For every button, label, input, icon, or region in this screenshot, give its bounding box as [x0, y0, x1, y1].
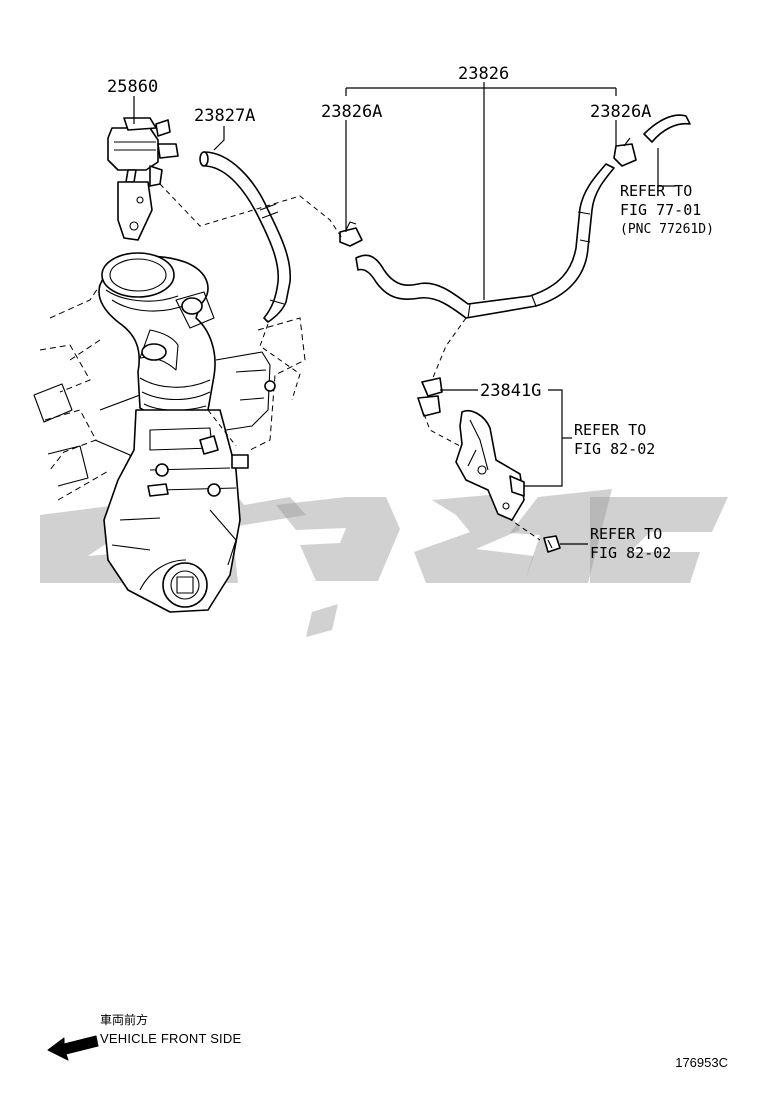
part-number-25860: 25860	[107, 77, 158, 97]
reference-3-line1: REFER TO	[590, 525, 662, 543]
leader-lines	[133, 82, 676, 545]
hose-23826	[339, 114, 691, 319]
front-indicator-japanese: 車両前方	[100, 1013, 149, 1027]
part-number-23826: 23826	[458, 64, 509, 84]
part-number-23827A: 23827A	[194, 106, 255, 126]
reference-3-line2: FIG 82-02	[590, 544, 671, 562]
vsv-valve-25860	[107, 117, 179, 241]
part-number-23841G: 23841G	[480, 381, 541, 401]
clip-23841G	[417, 377, 443, 417]
reference-2-line2: FIG 82-02	[574, 440, 655, 458]
connection-lines	[159, 183, 541, 541]
reference-1-line1: REFER TO	[620, 182, 692, 200]
bolt	[543, 535, 561, 553]
hose-23827A	[199, 151, 292, 323]
labels: 25860 23827A 23826 23826A 23826A 23841G …	[107, 64, 714, 562]
reference-1-line3: (PNC 77261D)	[620, 222, 714, 237]
part-number-23826A-left: 23826A	[321, 102, 382, 122]
part-number-23826A-right: 23826A	[590, 102, 651, 122]
bracket	[455, 410, 525, 521]
front-indicator-english: VEHICLE FRONT SIDE	[100, 1031, 242, 1046]
reference-1-line2: FIG 77-01	[620, 201, 701, 219]
left-arrow-icon	[47, 1035, 99, 1061]
engine-assembly	[33, 252, 306, 613]
reference-2-line1: REFER TO	[574, 421, 646, 439]
illustration-code: 176953C	[675, 1055, 728, 1070]
